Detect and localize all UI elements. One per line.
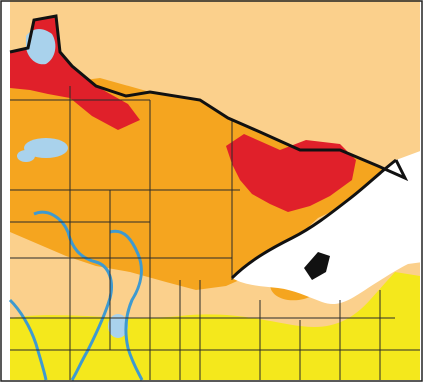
zone-abnormally-dry xyxy=(10,272,420,380)
state-border xyxy=(9,14,409,182)
zone-severe xyxy=(10,78,405,290)
river-icon xyxy=(109,229,144,381)
lake-icon xyxy=(24,138,68,158)
lake-icon xyxy=(26,29,56,65)
duluth-harbor xyxy=(304,252,330,280)
lake-superior xyxy=(232,150,423,305)
state-border xyxy=(230,158,397,280)
lake-icon xyxy=(17,150,35,162)
zone-extreme-northeast xyxy=(226,134,356,212)
county-lines xyxy=(10,86,420,380)
river-icon xyxy=(8,298,48,381)
lake-icon xyxy=(108,314,128,338)
